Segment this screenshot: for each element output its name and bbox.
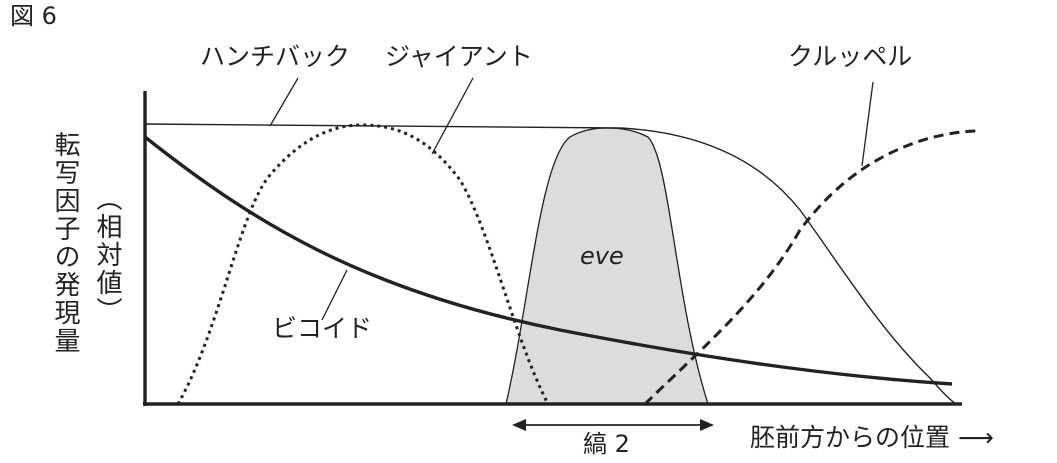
eve-label: eve <box>580 242 624 270</box>
giant-leader <box>431 77 474 155</box>
x-axis-label: 胚前方からの位置 ⟶ <box>750 423 994 452</box>
bicoid-curve <box>143 135 953 386</box>
stripe-arrow-right-head <box>700 419 714 431</box>
bicoid-leader <box>321 269 348 321</box>
bicoid-label: ビコイド <box>272 314 373 343</box>
figure-number: 図 6 <box>10 2 57 30</box>
kruppel-label: クルッペル <box>788 42 913 71</box>
hunchback-leader <box>269 77 299 127</box>
stripe-label: 縞 2 <box>583 430 630 458</box>
hunchback-curve <box>144 123 957 405</box>
y-axis-sublabel: （相対値） <box>92 185 122 325</box>
giant-label: ジャイアント <box>385 42 533 71</box>
kruppel-leader <box>861 81 874 167</box>
giant-curve <box>176 123 550 405</box>
kruppel-curve <box>643 129 979 406</box>
hunchback-label: ハンチバック <box>200 42 351 71</box>
y-axis-label: 転写因子の発現量 <box>50 131 80 355</box>
stripe-arrow-left-head <box>512 419 526 431</box>
